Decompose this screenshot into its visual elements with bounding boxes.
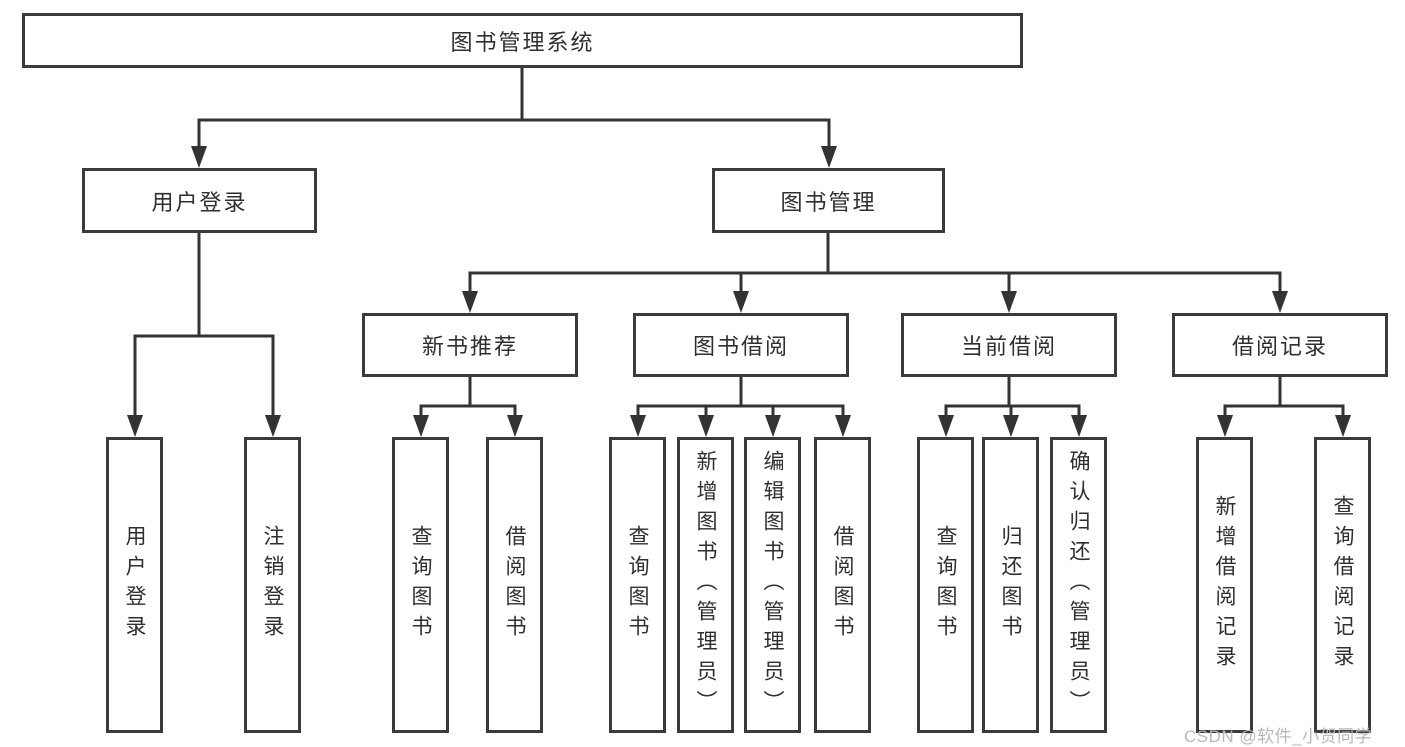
leaf-query-books-borrow: 查询图书 bbox=[609, 437, 666, 733]
leaf-query-books-recommend: 查询图书 bbox=[392, 437, 449, 733]
leaf-query-books-current-label: 查询图书 bbox=[934, 525, 957, 645]
arrowhead-down-icon bbox=[733, 291, 749, 313]
arrowhead-down-icon bbox=[938, 415, 954, 437]
arrowhead-down-icon bbox=[191, 146, 207, 168]
arrowhead-down-icon bbox=[765, 415, 781, 437]
node-borrow-records-label: 借阅记录 bbox=[1231, 334, 1328, 359]
arrowhead-down-icon bbox=[1001, 291, 1017, 313]
arrowhead-down-icon bbox=[1272, 291, 1288, 313]
node-book-borrow: 图书借阅 bbox=[633, 313, 849, 377]
arrowhead-down-icon bbox=[462, 291, 478, 313]
leaf-query-borrow-record: 查询借阅记录 bbox=[1314, 437, 1371, 733]
node-borrow-records: 借阅记录 bbox=[1172, 313, 1388, 377]
arrowhead-down-icon bbox=[127, 415, 143, 437]
leaf-return-books: 归还图书 bbox=[982, 437, 1039, 733]
leaf-edit-books-admin: 编辑图书（管理员） bbox=[744, 437, 801, 733]
leaf-logout-label: 注销登录 bbox=[261, 525, 284, 645]
leaf-edit-books-admin-label: 编辑图书（管理员） bbox=[761, 450, 784, 720]
branch-borrow-records bbox=[1217, 375, 1351, 437]
arrowhead-down-icon bbox=[1071, 415, 1087, 437]
branch-new-book-recommend bbox=[413, 375, 523, 437]
leaf-query-books-recommend-label: 查询图书 bbox=[409, 525, 432, 645]
node-book-borrow-label: 图书借阅 bbox=[692, 334, 789, 359]
leaf-confirm-return-admin-label: 确认归还（管理员） bbox=[1067, 450, 1090, 720]
node-new-book-recommend: 新书推荐 bbox=[362, 313, 578, 377]
node-root-label: 图书管理系统 bbox=[450, 29, 595, 55]
node-root: 图书管理系统 bbox=[22, 13, 1023, 68]
arrowhead-down-icon bbox=[1003, 415, 1019, 437]
node-current-borrow-label: 当前借阅 bbox=[960, 334, 1057, 359]
leaf-borrow-books-recommend: 借阅图书 bbox=[486, 437, 543, 733]
leaf-query-borrow-record-label: 查询借阅记录 bbox=[1331, 495, 1354, 675]
leaf-borrow-books: 借阅图书 bbox=[814, 437, 871, 733]
arrowhead-down-icon bbox=[265, 415, 281, 437]
branch-user-login bbox=[127, 231, 281, 437]
leaf-return-books-label: 归还图书 bbox=[999, 525, 1022, 645]
arrowhead-down-icon bbox=[835, 415, 851, 437]
branch-book-borrow bbox=[630, 375, 851, 437]
arrowhead-down-icon bbox=[630, 415, 646, 437]
node-book-management: 图书管理 bbox=[712, 168, 945, 233]
arrowhead-down-icon bbox=[413, 415, 429, 437]
leaf-user-login: 用户登录 bbox=[106, 437, 163, 733]
leaf-query-books-current: 查询图书 bbox=[917, 437, 974, 733]
branch-root bbox=[191, 66, 837, 168]
node-book-management-label: 图书管理 bbox=[780, 189, 877, 215]
leaf-query-books-borrow-label: 查询图书 bbox=[626, 525, 649, 645]
leaf-user-login-label: 用户登录 bbox=[123, 525, 146, 645]
arrowhead-down-icon bbox=[821, 146, 837, 168]
node-current-borrow: 当前借阅 bbox=[901, 313, 1117, 377]
leaf-logout: 注销登录 bbox=[244, 437, 301, 733]
branch-current-borrow bbox=[938, 375, 1087, 437]
node-user-login-label: 用户登录 bbox=[151, 189, 248, 215]
branch-book-management bbox=[462, 231, 1288, 313]
leaf-borrow-books-recommend-label: 借阅图书 bbox=[503, 525, 526, 645]
leaf-borrow-books-label: 借阅图书 bbox=[831, 525, 854, 645]
leaf-add-borrow-record-label: 新增借阅记录 bbox=[1213, 495, 1236, 675]
leaf-confirm-return-admin: 确认归还（管理员） bbox=[1050, 437, 1107, 733]
arrowhead-down-icon bbox=[507, 415, 523, 437]
leaf-add-books-admin: 新增图书（管理员） bbox=[677, 437, 734, 733]
arrowhead-down-icon bbox=[1217, 415, 1233, 437]
leaf-add-books-admin-label: 新增图书（管理员） bbox=[694, 450, 717, 720]
leaf-add-borrow-record: 新增借阅记录 bbox=[1196, 437, 1253, 733]
arrowhead-down-icon bbox=[1335, 415, 1351, 437]
arrowhead-down-icon bbox=[698, 415, 714, 437]
node-user-login: 用户登录 bbox=[82, 168, 317, 233]
watermark: CSDN @软件_小贺同学 bbox=[1184, 727, 1373, 746]
node-new-book-recommend-label: 新书推荐 bbox=[421, 334, 518, 359]
